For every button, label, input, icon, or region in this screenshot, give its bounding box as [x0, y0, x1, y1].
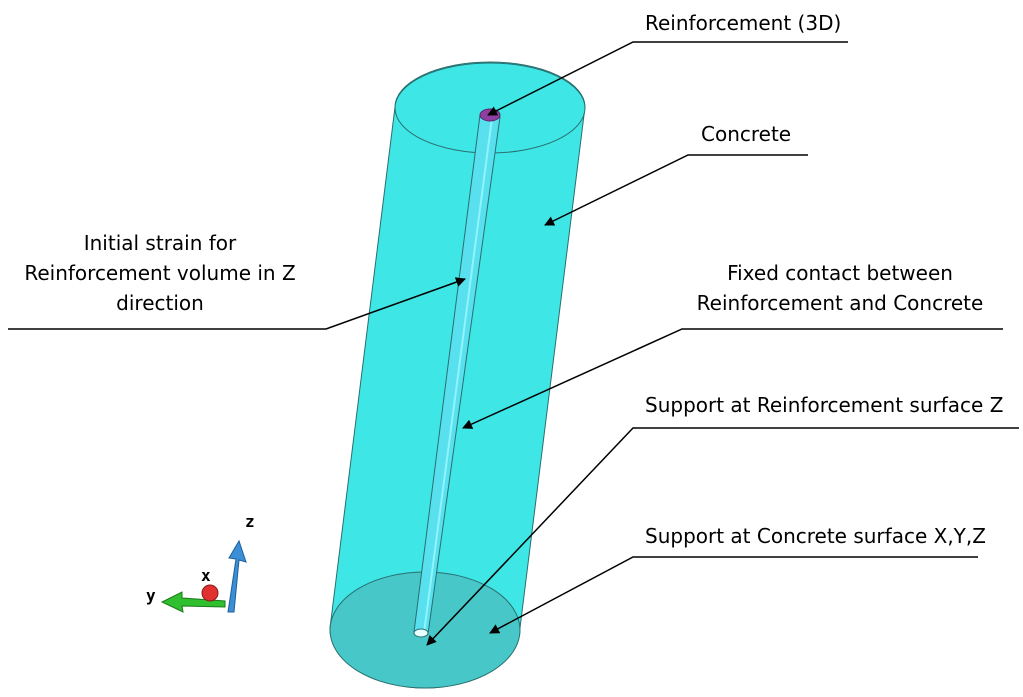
- leader-support-reinforcement: [426, 427, 1019, 646]
- leader-reinforcement-3d: [487, 41, 848, 116]
- label-fixed-contact-line-1: Fixed contact between: [727, 261, 953, 285]
- axis-triad: [160, 539, 247, 613]
- axis-label-y: y: [146, 586, 156, 605]
- leader-support-concrete: [489, 556, 978, 634]
- label-initial-strain: Initial strain for Reinforcement volume …: [10, 228, 310, 318]
- reinforcement-highlight: [423, 117, 493, 634]
- label-fixed-contact-line-2: Reinforcement and Concrete: [696, 291, 984, 315]
- reinforcement-bottom-face: [413, 628, 429, 638]
- z-axis-arrow-icon: [227, 539, 247, 613]
- y-axis-arrow-icon: [160, 591, 226, 613]
- label-support-concrete: Support at Concrete surface X,Y,Z: [645, 524, 986, 548]
- label-initial-strain-line-3: direction: [116, 291, 204, 315]
- label-concrete: Concrete: [701, 122, 792, 146]
- label-initial-strain-line-2: Reinforcement volume in Z: [24, 261, 296, 285]
- leader-fixed-contact: [462, 328, 1003, 429]
- axis-label-z: z: [245, 512, 255, 531]
- axis-label-x: x: [201, 566, 211, 585]
- label-initial-strain-line-1: Initial strain for: [83, 231, 237, 255]
- label-reinforcement-3d: Reinforcement (3D): [645, 11, 842, 35]
- label-fixed-contact: Fixed contact between Reinforcement and …: [690, 258, 990, 318]
- leader-concrete: [544, 154, 808, 226]
- leader-initial-strain: [8, 277, 466, 330]
- x-axis-marker-icon: [201, 584, 219, 602]
- label-support-reinforcement: Support at Reinforcement surface Z: [645, 393, 1004, 417]
